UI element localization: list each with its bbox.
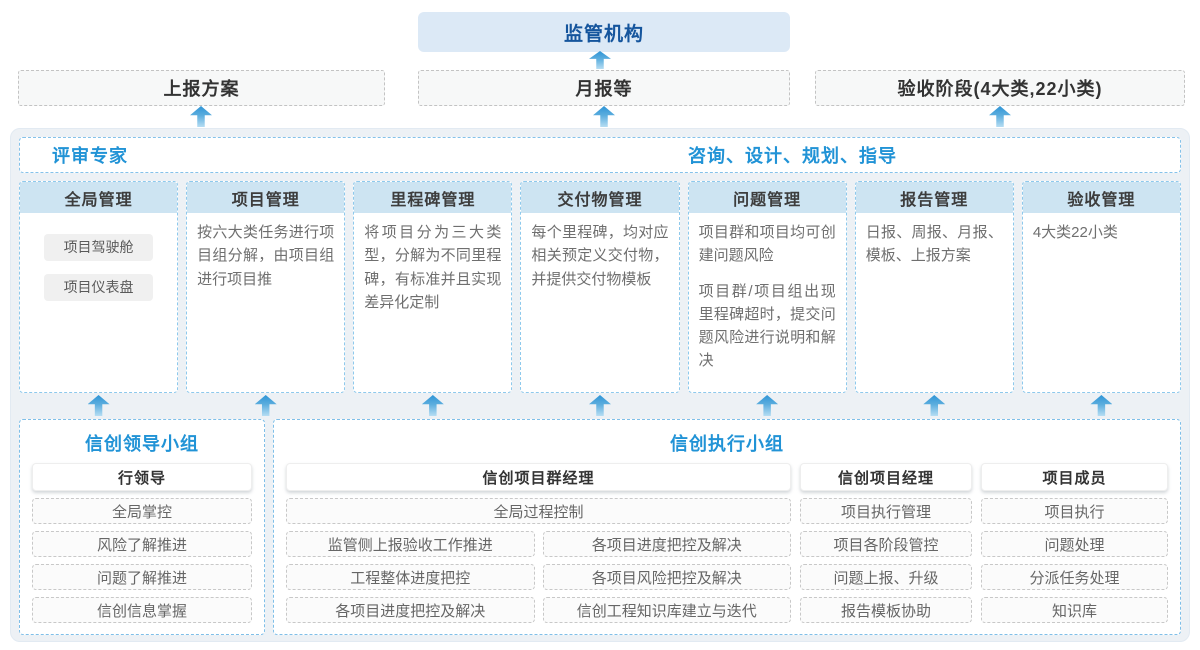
column-header: 项目管理 [187, 182, 345, 213]
program-manager-column: 信创项目群经理 全局过程控制 监管侧上报验收工作推进 各项目进度把控及解决 工程… [286, 463, 791, 623]
platform-container: 评审专家 咨询、设计、规划、指导 全局管理 项目驾驶舱 项目仪表盘 项目管理 按… [10, 128, 1190, 642]
up-arrow-icon [588, 395, 611, 416]
report-monthly-box: 月报等 [418, 70, 790, 106]
up-arrow-icon [589, 51, 611, 69]
column-paragraph: 日报、周报、月报、模板、上报方案 [865, 224, 1003, 265]
column-body: 日报、周报、月报、模板、上报方案 [856, 213, 1013, 276]
column-header: 里程碑管理 [354, 182, 512, 213]
column-issue-management: 问题管理 项目群和项目均可创建问题风险 项目群/项目组出现里程碑超时，提交问题风… [687, 181, 847, 393]
column-deliverable-management: 交付物管理 每个里程碑，均对应相关预定义交付物，并提供交付物模板 [520, 181, 680, 393]
column-body: 项目群和项目均可创建问题风险 项目群/项目组出现里程碑超时，提交问题风险进行说明… [689, 213, 846, 381]
report-plan-label: 上报方案 [163, 79, 240, 99]
executor-group-title: 信创执行小组 [670, 434, 784, 454]
column-header: 问题管理 [688, 182, 846, 213]
up-arrow-icon [87, 395, 110, 416]
column-body: 每个里程碑，均对应相关预定义交付物，并提供交付物模板 [521, 213, 678, 299]
group-item: 信创工程知识库建立与迭代 [542, 597, 791, 623]
up-arrow-icon [989, 106, 1011, 127]
role-program-manager: 信创项目群经理 [286, 463, 791, 491]
up-arrow-icon [190, 106, 212, 127]
group-item: 问题处理 [981, 531, 1168, 557]
report-acceptance-label: 验收阶段(4大类,22小类) [897, 79, 1103, 99]
column-paragraph: 项目群和项目均可创建问题风险 [698, 224, 836, 265]
role-project-manager: 信创项目经理 [800, 463, 972, 491]
column-paragraph: 将项目分为三大类型，分解为不同里程碑，有标准并且实现差异化定制 [364, 224, 502, 311]
column-header: 验收管理 [1022, 182, 1180, 213]
column-body: 将项目分为三大类型，分解为不同里程碑，有标准并且实现差异化定制 [354, 213, 511, 322]
role-bank-leader: 行领导 [32, 463, 252, 491]
up-arrow-icon [923, 395, 946, 416]
column-paragraph: 项目群/项目组出现里程碑超时，提交问题风险进行说明和解决 [698, 282, 836, 370]
column-global-management: 全局管理 项目驾驶舱 项目仪表盘 [19, 181, 179, 393]
column-paragraph: 4大类22小类 [1032, 224, 1118, 241]
group-item: 各项目进度把控及解决 [542, 531, 791, 557]
column-body: 按六大类任务进行项目组分解，由项目组进行项目推 [187, 213, 344, 299]
arrow-cell [520, 395, 679, 417]
group-item: 问题了解推进 [32, 564, 252, 590]
column-report-management: 报告管理 日报、周报、月报、模板、上报方案 [854, 181, 1014, 393]
report-plan-box: 上报方案 [18, 70, 385, 106]
group-item: 各项目风险把控及解决 [542, 564, 791, 590]
role-project-member: 项目成员 [981, 463, 1168, 491]
group-item: 工程整体进度把控 [286, 564, 535, 590]
report-monthly-label: 月报等 [575, 79, 633, 99]
group-item: 全局掌控 [32, 498, 252, 524]
report-acceptance-box: 验收阶段(4大类,22小类) [815, 70, 1185, 106]
arrow-cell [19, 395, 178, 417]
program-manager-item-grid: 监管侧上报验收工作推进 各项目进度把控及解决 工程整体进度把控 各项目风险把控及… [286, 524, 791, 623]
group-item: 知识库 [981, 597, 1168, 623]
up-arrow-icon [254, 395, 277, 416]
up-arrow-icon [421, 395, 444, 416]
experts-label: 评审专家 [52, 146, 128, 166]
column-body: 项目驾驶舱 项目仪表盘 [20, 213, 177, 309]
pill-item: 项目仪表盘 [44, 274, 154, 301]
group-item: 分派任务处理 [981, 564, 1168, 590]
group-item: 信创信息掌握 [32, 597, 252, 623]
regulator-box: 监管机构 [418, 12, 790, 52]
pill-item: 项目驾驶舱 [44, 234, 154, 261]
bottom-groups: 信创领导小组 行领导 全局掌控 风险了解推进 问题了解推进 信创信息掌握 信创执… [19, 419, 1181, 635]
up-arrow-icon [593, 106, 615, 127]
group-item: 项目执行 [981, 498, 1168, 524]
group-to-column-arrows [19, 395, 1181, 417]
leadership-group-title: 信创领导小组 [85, 434, 199, 454]
column-paragraph: 按六大类任务进行项目组分解，由项目组进行项目推 [197, 224, 335, 288]
group-item: 监管侧上报验收工作推进 [286, 531, 535, 557]
project-manager-column: 信创项目经理 项目执行管理 项目各阶段管控 问题上报、升级 报告模板协助 [800, 463, 972, 623]
experts-band: 评审专家 咨询、设计、规划、指导 [19, 137, 1181, 173]
column-paragraph: 每个里程碑，均对应相关预定义交付物，并提供交付物模板 [531, 224, 669, 288]
group-item: 项目执行管理 [800, 498, 972, 524]
group-item: 报告模板协助 [800, 597, 972, 623]
consult-label: 咨询、设计、规划、指导 [688, 146, 897, 166]
column-acceptance-management: 验收管理 4大类22小类 [1021, 181, 1181, 393]
group-item: 全局过程控制 [286, 498, 791, 524]
arrow-cell [1022, 395, 1181, 417]
leadership-group-box: 信创领导小组 行领导 全局掌控 风险了解推进 问题了解推进 信创信息掌握 [19, 419, 265, 635]
up-arrow-icon [756, 395, 779, 416]
column-body: 4大类22小类 [1023, 213, 1180, 252]
arrow-cell [688, 395, 847, 417]
column-project-management: 项目管理 按六大类任务进行项目组分解，由项目组进行项目推 [186, 181, 346, 393]
column-header: 交付物管理 [521, 182, 679, 213]
column-header: 全局管理 [20, 182, 178, 213]
group-item: 问题上报、升级 [800, 564, 972, 590]
arrow-cell [855, 395, 1014, 417]
group-item: 项目各阶段管控 [800, 531, 972, 557]
column-header: 报告管理 [855, 182, 1013, 213]
management-columns: 全局管理 项目驾驶舱 项目仪表盘 项目管理 按六大类任务进行项目组分解，由项目组… [19, 181, 1181, 393]
up-arrow-icon [1090, 395, 1113, 416]
group-item: 各项目进度把控及解决 [286, 597, 535, 623]
project-member-column: 项目成员 项目执行 问题处理 分派任务处理 知识库 [981, 463, 1168, 623]
arrow-cell [353, 395, 512, 417]
group-item: 风险了解推进 [32, 531, 252, 557]
executor-columns: 信创项目群经理 全局过程控制 监管侧上报验收工作推进 各项目进度把控及解决 工程… [286, 463, 1168, 623]
column-milestone-management: 里程碑管理 将项目分为三大类型，分解为不同里程碑，有标准并且实现差异化定制 [353, 181, 513, 393]
executor-group-box: 信创执行小组 信创项目群经理 全局过程控制 监管侧上报验收工作推进 各项目进度把… [273, 419, 1181, 635]
arrow-cell [186, 395, 345, 417]
regulator-label: 监管机构 [563, 23, 644, 45]
